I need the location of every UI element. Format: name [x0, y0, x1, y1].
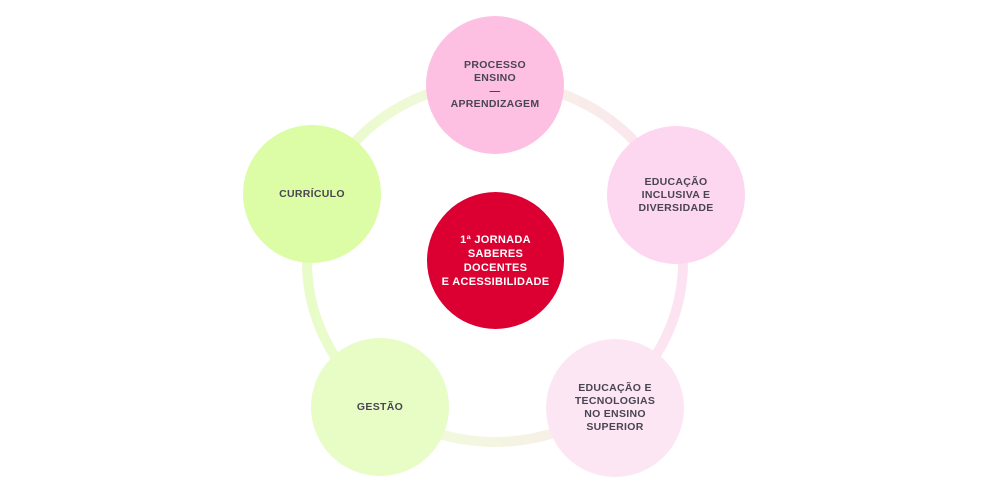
node-curriculo: CURRÍCULO	[243, 125, 381, 263]
node-processo-ensino-aprendizagem: PROCESSO ENSINO — APRENDIZAGEM	[426, 16, 564, 154]
node-educacao-inclusiva: EDUCAÇÃO INCLUSIVA E DIVERSIDADE	[607, 126, 745, 264]
node-label: TECNOLOGIAS	[574, 395, 656, 407]
center-label: 1ª JORNADA	[460, 233, 531, 246]
node-label: ENSINO	[473, 72, 517, 84]
node-educacao-tecnologias: EDUCAÇÃO E TECNOLOGIAS NO ENSINO SUPERIO…	[546, 339, 684, 477]
node-label: EDUCAÇÃO	[644, 175, 708, 188]
center-label: SABERES DOCENTES	[463, 247, 528, 274]
node-label: GESTÃO	[356, 400, 404, 413]
node-label: CURRÍCULO	[279, 187, 345, 200]
node-label: NO ENSINO	[584, 408, 646, 420]
node-label: SUPERIOR	[586, 421, 644, 433]
center-node-jornada: 1ª JORNADA SABERES DOCENTES E ACESSIBILI…	[427, 192, 564, 329]
node-label: INCLUSIVA E	[641, 188, 711, 201]
node-label: EDUCAÇÃO E	[578, 382, 652, 394]
center-label: E ACESSIBILIDADE	[441, 275, 550, 288]
node-label: DIVERSIDADE	[638, 201, 714, 214]
node-gestao: GESTÃO	[311, 338, 449, 476]
node-label: PROCESSO	[464, 59, 526, 71]
node-label: APRENDIZAGEM	[450, 98, 540, 110]
node-label: —	[489, 85, 501, 97]
